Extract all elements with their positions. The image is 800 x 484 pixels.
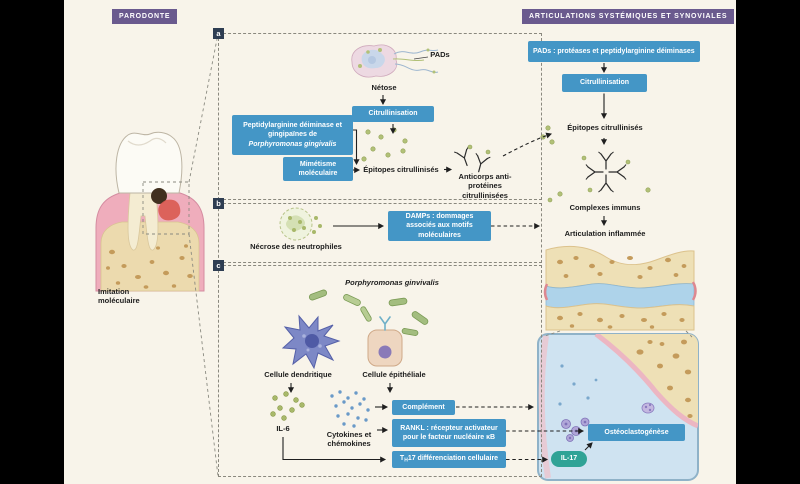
parodonte-badge: PARODONTE: [112, 9, 178, 24]
pgingivalis-label: Porphyromonas ginvivalis: [345, 278, 439, 287]
tooth-illustration: [95, 131, 205, 292]
damps-box: DAMPs : dommages associés aux motifs mol…: [388, 211, 491, 241]
netosis-cell-illustration: [351, 44, 439, 78]
il6-label: IL-6: [276, 424, 290, 433]
articulations-badge: ARTICULATIONS SYSTÉMIQUES ET SYNOVIALES: [522, 9, 735, 24]
epitope-dots-right: [540, 125, 555, 145]
dashed-arrows: [456, 132, 585, 463]
inflamed-joint-label: Articulation inflammée: [564, 229, 646, 238]
epitopes-label-a: Épitopes citrullinisés: [363, 165, 439, 174]
citrullination-box-right: Citrullinisation: [562, 74, 647, 92]
panel-c-tag: c: [213, 260, 224, 271]
panel-a: [218, 33, 542, 200]
tooth-zoom-guides: [142, 33, 219, 477]
immune-complexes-label: Complexes immuns: [569, 203, 641, 212]
complement-box: Complément: [392, 400, 455, 415]
inflamed-joint-illustration: [543, 245, 697, 331]
th17-suffix: 17 différenciation cellulaire: [407, 455, 499, 463]
th17-box: TH17 différenciation cellulaire: [392, 451, 506, 468]
pads-box-right: PADs : protéases et peptidylarginine déi…: [528, 41, 700, 62]
letterbox-left: [0, 0, 64, 484]
solid-arrows: [282, 63, 608, 463]
letterbox-right: [736, 0, 800, 484]
inset-link-lines: [544, 330, 693, 338]
osteoclastogenesis-box: Ostéoclastogénèse: [588, 424, 685, 441]
mimicry-box: Mimétisme moléculaire: [283, 157, 353, 181]
netosis-label: Nétose: [371, 83, 397, 92]
epitopes-label-right: Épitopes citrullinisés: [567, 123, 643, 132]
panel-b-tag: b: [213, 198, 224, 209]
dendritic-cell-illustration: [281, 314, 341, 370]
necrosis-label: Nécrose des neutrophiles: [250, 242, 342, 251]
enzyme-box-species: Porphyromonas gingivalis: [248, 140, 337, 148]
epithelial-cell-label: Cellule épithéliale: [362, 370, 426, 379]
pads-pointer-label: PADs: [430, 50, 450, 59]
cytokine-dots: [330, 390, 370, 428]
enzyme-box-text: Peptidylarginine déiminase et gingipaïne…: [243, 122, 342, 139]
antibodies-label: Anticorps anti-protéines citrullinisées: [458, 172, 512, 200]
necrotic-neutrophil-illustration: [279, 207, 322, 241]
il6-dots: [270, 391, 305, 421]
citrullination-box-a: Citrullinisation: [352, 106, 434, 122]
immune-complex-icons: [547, 151, 651, 203]
panel-c: [218, 265, 542, 477]
enzyme-box: Peptidylarginine déiminase et gingipaïne…: [232, 115, 353, 155]
rankl-box: RANKL : récepteur activateur pour le fac…: [392, 419, 506, 447]
antibody-icons-a: [453, 144, 491, 175]
th17-sub: H: [404, 457, 408, 464]
panel-a-tag: a: [213, 28, 224, 39]
bacteria-illustration: [308, 289, 429, 336]
il17-badge: IL-17: [551, 451, 587, 467]
th17-prefix: T: [399, 455, 405, 463]
epithelial-cell-illustration: [367, 316, 403, 367]
dendritic-cell-label: Cellule dendritique: [264, 370, 332, 379]
molecular-mimicry-caption: Imitation moléculaire: [98, 287, 140, 306]
panel-b: [218, 203, 542, 263]
cytokines-label: Cytokines et chémokines: [326, 430, 372, 449]
